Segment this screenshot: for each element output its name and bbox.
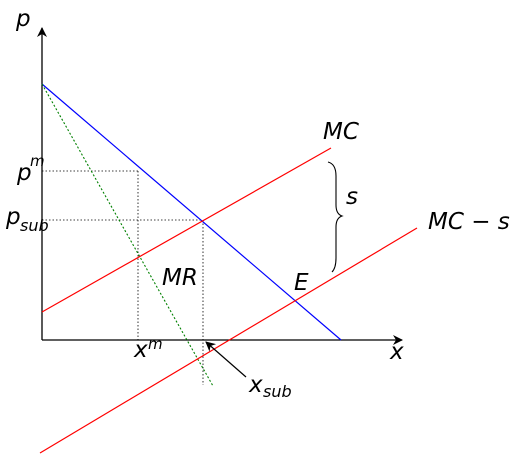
mc-curve xyxy=(41,147,332,313)
equilibrium-label-e: E xyxy=(294,270,309,296)
x-monopoly-superscript: m xyxy=(148,335,163,353)
p-monopoly-superscript: m xyxy=(30,152,45,170)
x-sub-subscript: sub xyxy=(263,382,292,401)
mr-label: MR xyxy=(162,265,198,291)
y-axis-label: p xyxy=(15,6,31,32)
guide-lines xyxy=(42,170,204,385)
p-monopoly-label: p xyxy=(16,160,32,186)
xsub-pointer-arrow xyxy=(205,341,247,378)
s-brace xyxy=(327,161,344,273)
mc-minus-s-label: MC − s xyxy=(428,209,510,235)
s-label: s xyxy=(346,184,358,210)
x-axis-label: x xyxy=(389,339,404,365)
x-sub-label: x xyxy=(248,372,263,398)
x-monopoly-label: x xyxy=(133,337,148,363)
mr-curve xyxy=(41,83,214,387)
demand-curve xyxy=(41,83,342,341)
p-sub-label: p xyxy=(5,204,21,230)
p-sub-subscript: sub xyxy=(20,216,49,235)
mc-label: MC xyxy=(323,119,359,145)
mc-minus-s-curve xyxy=(39,227,418,454)
